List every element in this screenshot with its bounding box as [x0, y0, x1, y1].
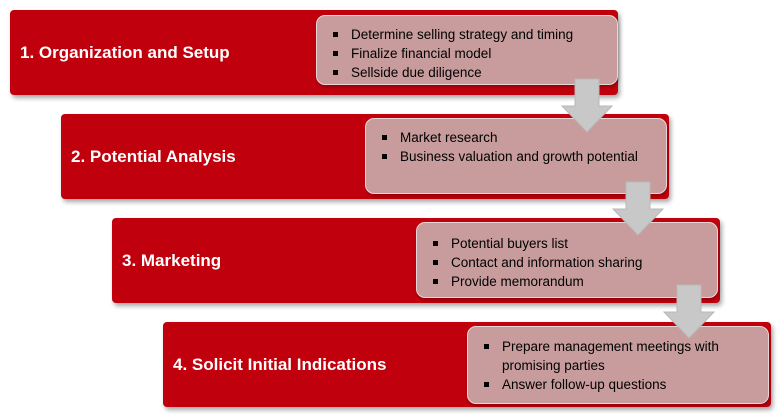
square-bullet-icon: [433, 260, 438, 265]
list-item: Answer follow-up questions: [480, 375, 758, 394]
square-bullet-icon: [382, 135, 387, 140]
step-4-details: Prepare management meetings with promisi…: [467, 326, 769, 404]
step-1-title: 1. Organization and Setup: [20, 42, 230, 62]
step-1-details: Determine selling strategy and timing Fi…: [316, 15, 618, 85]
step-2-details: Market research Business valuation and g…: [365, 118, 667, 194]
list-item: Potential buyers list: [429, 234, 707, 253]
down-arrow-icon: [662, 284, 716, 339]
list-item: Market research: [378, 128, 656, 147]
down-arrow-icon: [611, 181, 665, 236]
square-bullet-icon: [433, 279, 438, 284]
square-bullet-icon: [333, 51, 338, 56]
step-3-details: Potential buyers list Contact and inform…: [416, 222, 718, 298]
list-item: Provide memorandum: [429, 272, 707, 291]
square-bullet-icon: [382, 154, 387, 159]
list-item: Determine selling strategy and timing: [329, 25, 607, 44]
square-bullet-icon: [333, 32, 338, 37]
list-item: Contact and information sharing: [429, 253, 707, 272]
square-bullet-icon: [484, 382, 489, 387]
list-item: Prepare management meetings with promisi…: [480, 337, 758, 375]
square-bullet-icon: [433, 241, 438, 246]
list-item: Sellside due diligence: [329, 63, 607, 82]
list-item: Business valuation and growth potential: [378, 147, 656, 166]
step-2-title: 2. Potential Analysis: [71, 146, 236, 166]
list-item: Finalize financial model: [329, 44, 607, 63]
step-4-title: 4. Solicit Initial Indications: [173, 354, 387, 374]
down-arrow-icon: [560, 78, 614, 133]
square-bullet-icon: [333, 70, 338, 75]
square-bullet-icon: [484, 344, 489, 349]
step-3-title: 3. Marketing: [122, 250, 222, 270]
